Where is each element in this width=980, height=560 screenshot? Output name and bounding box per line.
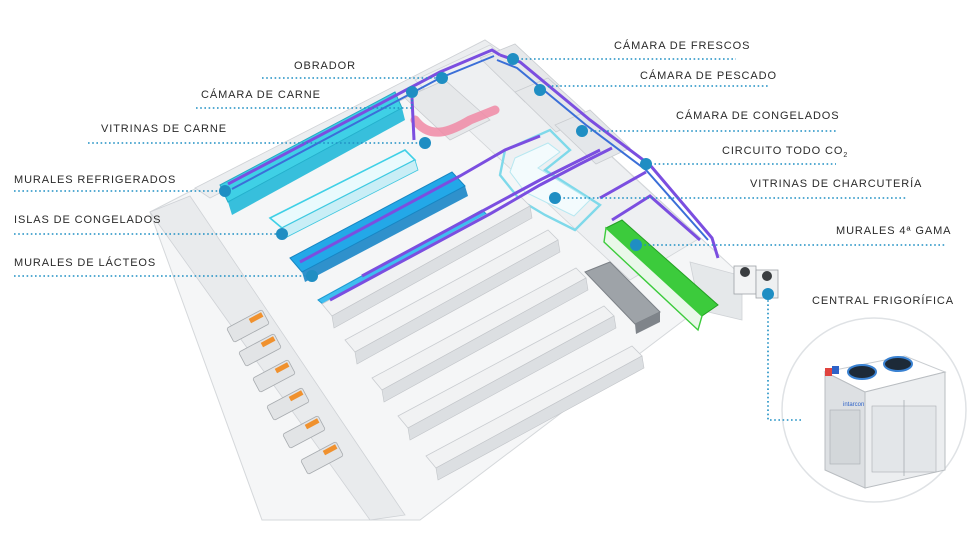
- callout-murales-4a-gama: [630, 239, 946, 251]
- callout-obrador: [262, 72, 448, 84]
- unit-brand-text: intarcon: [843, 402, 864, 408]
- label-circuito-co2-main: CIRCUITO TODO CO: [722, 145, 843, 157]
- callout-dot: [762, 288, 774, 300]
- checkout-belt-4: [288, 390, 304, 402]
- callout-circuito-co2: [640, 158, 836, 170]
- checkout-belt-3: [274, 362, 290, 374]
- store-wall-left: [149, 195, 406, 521]
- callout-camara-pescado: [534, 84, 770, 96]
- murales-refrigerados-base: [302, 186, 468, 282]
- pipe-lacteos-branch: [361, 148, 601, 278]
- gondola-1-side: [331, 205, 533, 329]
- label-vitrinas-charcuteria: VITRINAS DE CHARCUTERÍA: [750, 177, 922, 190]
- callout-central-frigorifica: [762, 288, 803, 421]
- callout-dot: [549, 192, 561, 204]
- callout-dot: [306, 270, 318, 282]
- label-murales-4a-gama: MURALES 4ª GAMA: [836, 225, 951, 237]
- callout-murales-refrigerados: [14, 185, 231, 197]
- pipe-riser-right-blue: [496, 59, 709, 241]
- callout-dot: [419, 137, 431, 149]
- gondola-5-side: [435, 355, 645, 481]
- checkout-belt-6: [322, 444, 338, 456]
- condenser-fan-icon: [847, 364, 877, 380]
- label-camara-congelados: CÁMARA DE CONGELADOS: [676, 109, 839, 122]
- label-central-frigorifica: CENTRAL FRIGORÍFICA: [812, 294, 954, 307]
- callout-dot: [507, 53, 519, 65]
- pipe-main-back: [227, 48, 501, 186]
- callout-dot: [640, 158, 652, 170]
- checkout-belt-5: [304, 418, 320, 430]
- callout-dot: [219, 185, 231, 197]
- condenser-fan-icon: [883, 356, 913, 372]
- pipe-to-charcuteria: [599, 170, 647, 200]
- label-camara-frescos: CÁMARA DE FRESCOS: [614, 39, 750, 52]
- callout-vitrinas-carne: [88, 137, 431, 149]
- label-camara-pescado: CÁMARA DE PESCADO: [640, 69, 777, 82]
- back-room-area: [414, 44, 701, 281]
- camara-congelados-room: [554, 109, 631, 165]
- unit-accent-stripe: [832, 366, 839, 374]
- gondola-group: [321, 195, 645, 481]
- callout-camara-carne: [196, 86, 418, 109]
- callout-dot: [436, 72, 448, 84]
- co2-piping: [227, 48, 720, 302]
- callout-murales-lacteos: [14, 270, 318, 282]
- gondola-4-side: [407, 315, 617, 441]
- callout-dot: [630, 239, 642, 251]
- label-vitrinas-carne: VITRINAS DE CARNE: [101, 123, 227, 135]
- callout-dot: [406, 86, 418, 98]
- label-murales-lacteos: MURALES DE LÁCTEOS: [14, 256, 156, 269]
- callout-camara-congelados: [576, 125, 836, 137]
- checkout-lanes: [226, 309, 344, 475]
- callout-vitrinas-charcuteria: [549, 192, 906, 204]
- callout-dot: [534, 84, 546, 96]
- checkout-belt-2: [260, 336, 276, 348]
- callout-camara-frescos: [507, 53, 736, 65]
- meat-room-duct: [410, 105, 500, 137]
- condensing-unit-fan-b: [762, 271, 772, 281]
- freezer-chest-side: [635, 312, 660, 334]
- label-circuito-co2-subscript: 2: [843, 152, 848, 159]
- unit-accent-stripe: [825, 368, 832, 376]
- vitrinas-carne-mural-face: [228, 108, 405, 215]
- checkout-belt-1: [248, 312, 264, 324]
- service-counter-outline: [498, 128, 602, 232]
- label-murales-refrigerados: MURALES REFRIGERADOS: [14, 174, 176, 186]
- unit-panel-left: [829, 409, 861, 465]
- pipe-islas-branch: [329, 146, 613, 302]
- gondola-2-side: [354, 239, 561, 365]
- callout-dot: [276, 228, 288, 240]
- gondola-3-side: [381, 277, 589, 403]
- central-frigorifica-zoom: intarcon: [781, 317, 967, 503]
- label-obrador: OBRADOR: [294, 60, 356, 72]
- murales-4a-gama-face: [603, 226, 703, 332]
- callout-dot: [576, 125, 588, 137]
- pipe-murales-branch: [299, 134, 541, 264]
- pipe-to-4a-gama: [611, 194, 701, 242]
- condensing-unit-fan-a: [740, 267, 750, 277]
- label-camara-carne: CÁMARA DE CARNE: [201, 88, 321, 101]
- callout-islas-congelados: [14, 228, 288, 240]
- label-islas-congelados: ISLAS DE CONGELADOS: [14, 214, 161, 226]
- label-circuito-co2: CIRCUITO TODO CO2: [722, 145, 848, 159]
